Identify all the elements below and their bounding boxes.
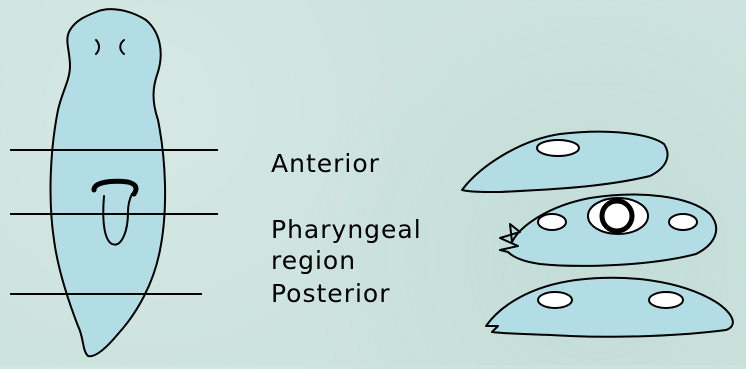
label-pharyngeal: Pharyngeal (271, 214, 422, 246)
opening-anterior (537, 140, 579, 156)
label-posterior: Posterior (271, 278, 391, 310)
opening-pharyngeal-right (669, 214, 697, 230)
cross-section-posterior (486, 278, 733, 337)
opening-posterior-left (538, 292, 572, 308)
pharynx-cross-section (602, 201, 632, 231)
opening-posterior-right (649, 292, 683, 308)
label-anterior: Anterior (271, 148, 380, 180)
opening-pharyngeal-left (538, 214, 566, 230)
label-region: region (271, 245, 356, 277)
